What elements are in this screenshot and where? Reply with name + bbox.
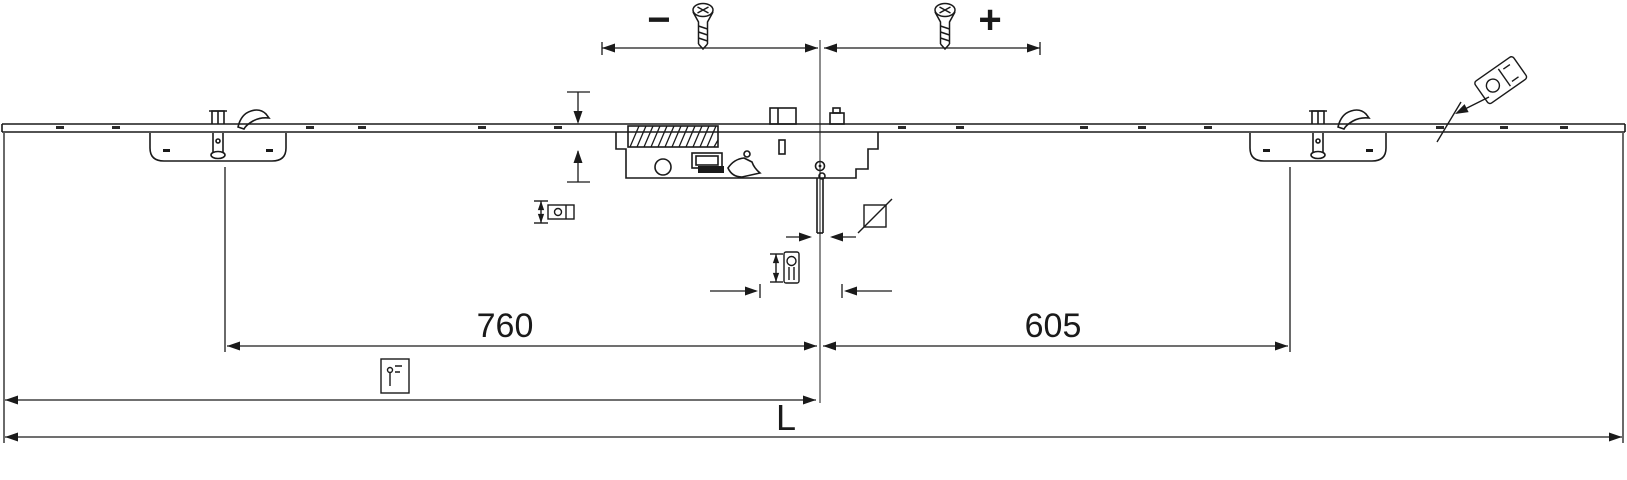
plus-label: + (978, 0, 1001, 42)
total-length-label: L (776, 397, 796, 438)
left-cam-assembly (149, 109, 287, 162)
screw-minus-icon (692, 2, 714, 50)
right-cam-assembly (1249, 109, 1387, 162)
square-spindle-icon (857, 198, 893, 234)
adjustable-cam-icon (1436, 56, 1528, 143)
adjustment-screws (692, 2, 956, 50)
minus-label: − (647, 0, 670, 42)
gearbox (615, 107, 879, 234)
component-icon (380, 358, 410, 394)
rail-screw-slots (56, 126, 1568, 129)
dimension-760-label: 760 (477, 307, 534, 345)
dimension-605-label: 605 (1025, 307, 1082, 345)
cam-front-icon (770, 251, 800, 284)
dimension-arrowheads (5, 43, 1622, 442)
screw-plus-icon (934, 2, 956, 50)
faceplate-rail (1, 123, 1626, 133)
dimension-lines (3, 42, 1624, 443)
